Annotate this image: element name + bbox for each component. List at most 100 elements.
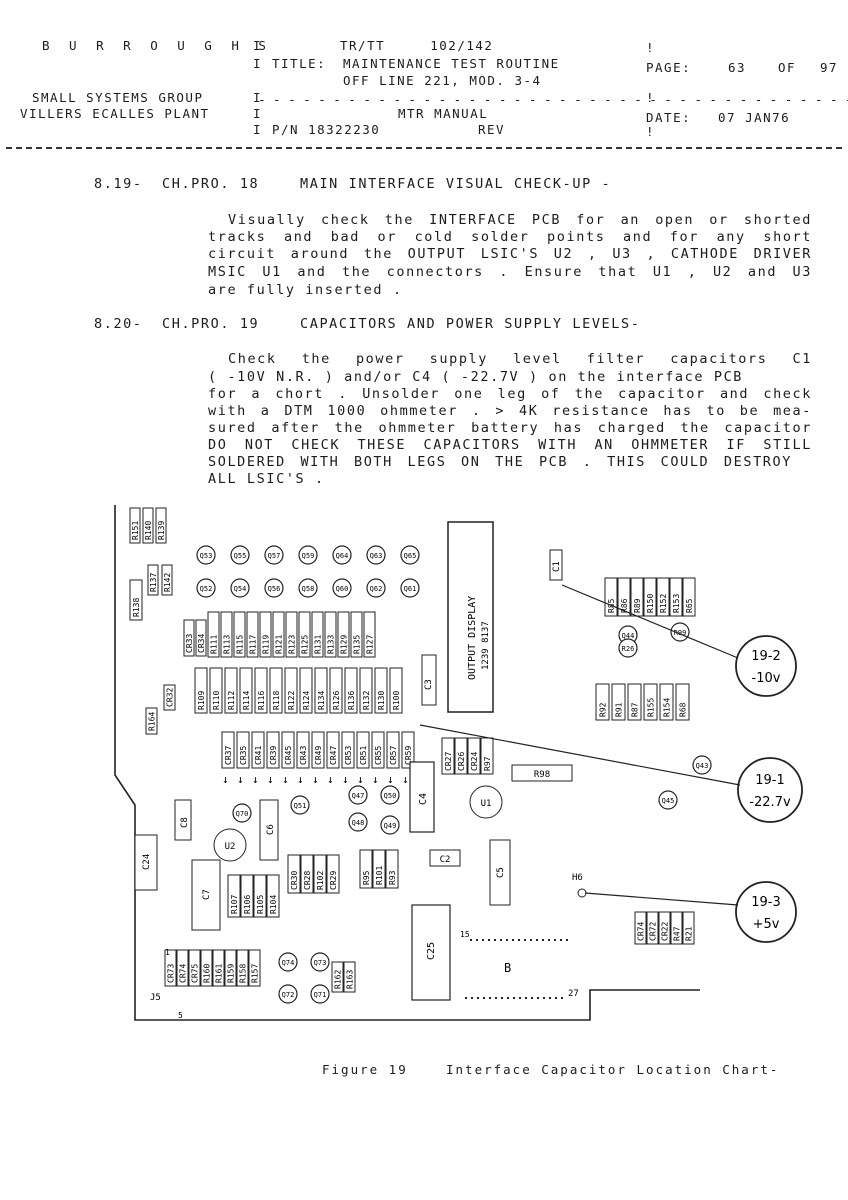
resistor — [682, 577, 696, 617]
component-label: CR51 — [359, 746, 368, 765]
component-label: Q56 — [268, 585, 281, 593]
component-label: C2 — [440, 855, 451, 865]
title-line-1: MAINTENANCE TEST ROUTINE — [343, 56, 560, 71]
component-label: CR43 — [299, 746, 308, 765]
resistor — [155, 507, 167, 544]
component-label: Q47 — [352, 792, 365, 800]
diode — [401, 731, 415, 769]
section-number: 8.20- — [94, 316, 143, 332]
resistor — [675, 683, 690, 721]
resistor — [467, 737, 481, 775]
header-bottom-rule — [6, 147, 842, 149]
part-number: P/N 18322230 — [272, 122, 381, 137]
component-label: R118 — [272, 691, 281, 710]
transistor — [618, 638, 638, 658]
component-label: R92 — [599, 702, 608, 717]
warning-line: ALL LSIC'S . — [208, 471, 325, 487]
paragraph-line: MSIC U1 and the connectors . Ensure that… — [208, 264, 812, 280]
resistor-r98 — [511, 764, 573, 782]
paragraph-line: ( -10V N.R. ) and/or C4 ( -22.7V ) on th… — [208, 369, 744, 385]
component-label: CR29 — [329, 871, 338, 890]
resistor — [209, 667, 223, 714]
component-label: CR39 — [269, 746, 278, 765]
warning-line: DO NOT CHECK THESE CAPACITORS WITH AN OH… — [208, 437, 812, 453]
component-label: R125 — [301, 635, 310, 654]
component-label: R113 — [223, 635, 232, 654]
diode — [251, 731, 265, 769]
component-label: R93 — [388, 870, 397, 885]
component-label: CR33 — [185, 634, 194, 653]
resistor — [224, 949, 237, 987]
manual-name: MTR MANUAL — [398, 106, 489, 121]
capacitor-c4 — [409, 761, 435, 833]
diode — [281, 731, 295, 769]
resistor — [236, 949, 249, 987]
component-label: R163 — [346, 970, 355, 989]
chip-label: OUTPUT DISPLAY — [467, 596, 478, 680]
transistor — [196, 578, 216, 598]
resistor — [266, 874, 280, 918]
transistor — [366, 578, 386, 598]
diode — [326, 731, 340, 769]
component-label: CR30 — [290, 871, 299, 890]
component-label: Q50 — [384, 792, 397, 800]
component-label: Q55 — [234, 552, 247, 560]
component-label: R160 — [203, 964, 212, 983]
component-label: R135 — [353, 635, 362, 654]
output-display-chip — [447, 521, 494, 713]
diode — [356, 731, 370, 769]
resistor — [147, 564, 159, 596]
transistor — [658, 790, 678, 810]
resistor — [454, 737, 468, 775]
transistor — [278, 952, 298, 972]
component-label: R111 — [210, 635, 219, 654]
section-heading: CAPACITORS AND POWER SUPPLY LEVELS- — [300, 316, 641, 332]
capacitor-c8 — [174, 799, 192, 841]
component-label: CR37 — [224, 746, 233, 765]
diode-arrow: ↓ — [297, 773, 304, 786]
callout-id: 19-3 — [751, 895, 781, 910]
resistor — [200, 949, 213, 987]
paragraph-line: circuit around the OUTPUT LSIC'S U2 , U3… — [208, 246, 812, 262]
paragraph-line: Check the power supply level filter capa… — [228, 351, 812, 367]
transistor — [692, 755, 712, 775]
component-label: R101 — [375, 866, 384, 885]
component-label: R161 — [215, 964, 224, 983]
component-label: R87 — [631, 702, 640, 717]
resistor — [220, 611, 233, 658]
component-label: CR41 — [254, 746, 263, 765]
paragraph-line: Visually check the INTERFACE PCB for an … — [228, 212, 812, 228]
divider-bar: I — [253, 122, 263, 137]
resistor — [389, 667, 403, 714]
component-label: Q71 — [314, 991, 327, 999]
component-label: R105 — [256, 895, 265, 914]
resistor — [344, 667, 358, 714]
component-label: CR55 — [374, 746, 383, 765]
component-label: R159 — [227, 964, 236, 983]
ic-u1 — [469, 785, 503, 819]
component-label: CR35 — [239, 746, 248, 765]
component-label: CR26 — [457, 752, 466, 771]
resistor — [314, 667, 328, 714]
component-label: Q52 — [200, 585, 213, 593]
component-label: C25 — [426, 942, 437, 960]
resistor — [324, 611, 337, 658]
resistor — [372, 849, 386, 889]
resistor — [669, 577, 683, 617]
component-label: CR27 — [444, 752, 453, 771]
component-label: Q49 — [384, 822, 397, 830]
component-label: CR28 — [303, 871, 312, 890]
component-label: R132 — [362, 691, 371, 710]
resistor — [343, 961, 356, 993]
resistor — [617, 577, 631, 617]
diode — [386, 731, 400, 769]
transistor — [278, 984, 298, 1004]
divider-bar: I — [253, 38, 263, 53]
component-label: Q45 — [662, 797, 675, 805]
resistor — [611, 683, 626, 721]
component-label: R130 — [377, 691, 386, 710]
component-label: R150 — [646, 594, 655, 613]
component-label: R164 — [148, 712, 157, 731]
diode-arrow: ↓ — [342, 773, 349, 786]
